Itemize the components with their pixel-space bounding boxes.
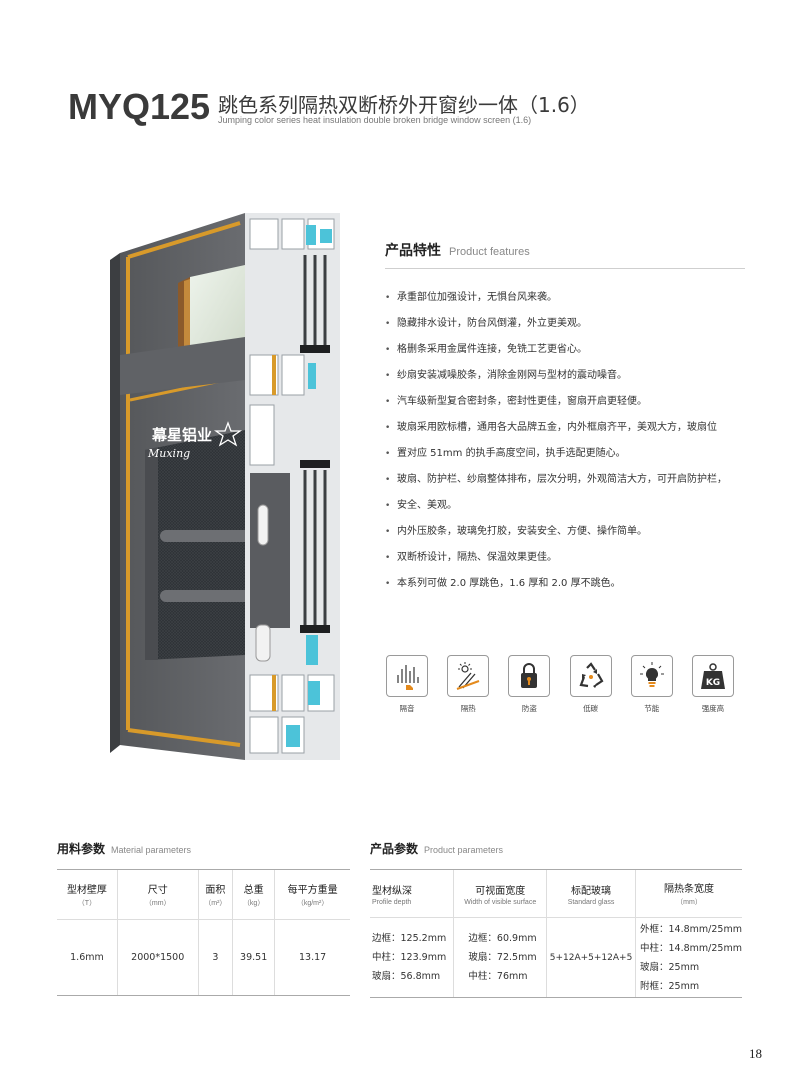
feature-item: 玻扇采用欧标槽，通用各大品牌五金，内外框扇齐平，美观大方，玻扇位	[385, 415, 745, 441]
features-heading-cn: 产品特性	[385, 243, 441, 259]
strip-width-line: 外框：14.8mm/25mm	[640, 923, 742, 935]
brand-star-icon	[213, 421, 243, 447]
table-cell: 外框：14.8mm/25mm 中柱：14.8mm/25mm 玻扇：25mm 附框…	[635, 917, 742, 998]
window-cross-section-illustration: 幕星铝业 Muxing	[110, 213, 340, 760]
table-cell: 边框：60.9mm 玻扇：72.5mm 中柱：76mm	[453, 917, 547, 998]
features-heading-en: Product features	[449, 246, 530, 258]
strip-width-line: 中柱：14.8mm/25mm	[640, 942, 742, 954]
feature-item: 承重部位加强设计，无惧台风来袭。	[385, 285, 745, 311]
table-cell: 2000*1500	[116, 919, 199, 996]
visible-width-line: 玻扇：72.5mm	[468, 952, 537, 963]
kg-glyph: KG	[706, 678, 720, 688]
material-params-heading: 用料参数 Material parameters	[57, 840, 191, 857]
heat-insulation-icon	[447, 655, 490, 697]
feature-item: 汽车级新型复合密封条，密封性更佳，窗扇开启更轻便。	[385, 389, 745, 415]
strip-width-line: 附框：25mm	[640, 980, 700, 992]
feature-item: 本系列可做 2.0 厚跳色，1.6 厚和 2.0 厚不跳色。	[385, 571, 745, 597]
recycle-icon	[569, 655, 612, 697]
product-features-section: 产品特性 Product features 承重部位加强设计，无惧台风来袭。 隐…	[385, 240, 745, 597]
visible-width-line: 中柱：76mm	[468, 971, 528, 982]
feature-icons-row: 隔音 隔热 防盗	[385, 655, 735, 714]
icon-label: 强度高	[701, 704, 725, 713]
visible-width-line: 边框：60.9mm	[468, 933, 537, 944]
brand-logo-script: Muxing	[147, 447, 190, 460]
table-cell: 39.51	[232, 919, 275, 996]
feature-item: 内外压胶条，玻璃免打胶，安装安全、方便、操作简单。	[385, 519, 745, 545]
table-header-cell: 每平方重量（kg/m²）	[274, 869, 350, 920]
product-params-heading-cn: 产品参数	[370, 842, 419, 856]
icon-label: 隔音	[399, 704, 415, 713]
material-params-table: 型材壁厚（T） 尺寸（mm） 面积（m²） 总重（kg） 每平方重量（kg/m²…	[57, 869, 350, 996]
icon-item-heat: 隔热	[446, 655, 490, 714]
icon-label: 节能	[644, 704, 660, 713]
brand-logo-text: 幕星铝业	[151, 426, 212, 444]
table-row: 边框：125.2mm 中柱：123.9mm 玻扇：56.8mm 边框：60.9m…	[370, 917, 742, 998]
page-subtitle: Jumping color series heat insulation dou…	[218, 115, 532, 125]
strip-width-line: 玻扇：25mm	[640, 961, 700, 973]
icon-label: 低碳	[583, 704, 599, 713]
table-cell: 5+12A+5+12A+5	[546, 917, 636, 998]
table-header-cell: 型材壁厚（T）	[57, 869, 118, 920]
feature-item: 格删条采用金属件连接，免铣工艺更省心。	[385, 337, 745, 363]
icon-item-kg: KG 强度高	[691, 655, 735, 714]
table-cell: 1.6mm	[57, 919, 118, 996]
window-product-image: 幕星铝业 Muxing	[100, 205, 350, 770]
table-cell: 边框：125.2mm 中柱：123.9mm 玻扇：56.8mm	[370, 917, 454, 998]
icon-item-lock: 防盗	[507, 655, 551, 714]
table-header-cell: 尺寸（mm）	[116, 869, 199, 920]
feature-item-continuation: 置对应 51mm 的执手高度空间，执手选配更随心。	[385, 441, 745, 467]
product-params-heading-en: Product parameters	[424, 845, 504, 855]
feature-item: 纱扇安装减噪胶条，消除金刚网与型材的震动噪音。	[385, 363, 745, 389]
profile-depth-line: 边框：125.2mm	[372, 933, 447, 944]
lightbulb-icon	[630, 655, 673, 697]
table-header-cell: 隔热条宽度（mm）	[635, 869, 742, 918]
icon-label: 防盗	[521, 704, 537, 713]
kg-weight-icon: KG	[691, 655, 734, 697]
sound-insulation-icon	[386, 655, 428, 697]
table-header-row: 型材壁厚（T） 尺寸（mm） 面积（m²） 总重（kg） 每平方重量（kg/m²…	[57, 869, 350, 920]
icon-item-sound: 隔音	[385, 655, 429, 714]
page-title: 跳色系列隔热双断桥外开窗纱一体（1.6）	[218, 93, 590, 117]
icon-label: 隔热	[460, 704, 476, 713]
features-heading: 产品特性 Product features	[385, 240, 745, 269]
profile-depth-line: 中柱：123.9mm	[372, 952, 447, 963]
feature-item-continuation: 安全、美观。	[385, 493, 745, 519]
table-cell: 13.17	[274, 919, 350, 996]
feature-item: 玻扇、防护栏、纱扇整体排布，层次分明，外观简洁大方，可开启防护栏，	[385, 467, 745, 493]
table-row: 1.6mm 2000*1500 3 39.51 13.17	[57, 919, 350, 996]
material-params-heading-en: Material parameters	[111, 845, 192, 855]
table-cell: 3	[197, 919, 233, 996]
profile-depth-line: 玻扇：56.8mm	[372, 971, 441, 982]
table-header-cell: 总重（kg）	[232, 869, 275, 920]
feature-item: 隐藏排水设计，防台风倒灌，外立更美观。	[385, 311, 745, 337]
product-params-heading: 产品参数 Product parameters	[370, 840, 503, 857]
icon-item-recycle: 低碳	[569, 655, 613, 714]
feature-item: 双断桥设计，隔热、保温效果更佳。	[385, 545, 745, 571]
page-number: 18	[749, 1046, 762, 1061]
model-number: MYQ125	[68, 86, 211, 127]
table-header-cell: 面积（m²）	[197, 869, 233, 920]
feature-list: 承重部位加强设计，无惧台风来袭。 隐藏排水设计，防台风倒灌，外立更美观。 格删条…	[385, 285, 745, 597]
icon-item-bulb: 节能	[630, 655, 674, 714]
anti-theft-lock-icon	[508, 655, 551, 697]
material-params-heading-cn: 用料参数	[57, 842, 106, 856]
